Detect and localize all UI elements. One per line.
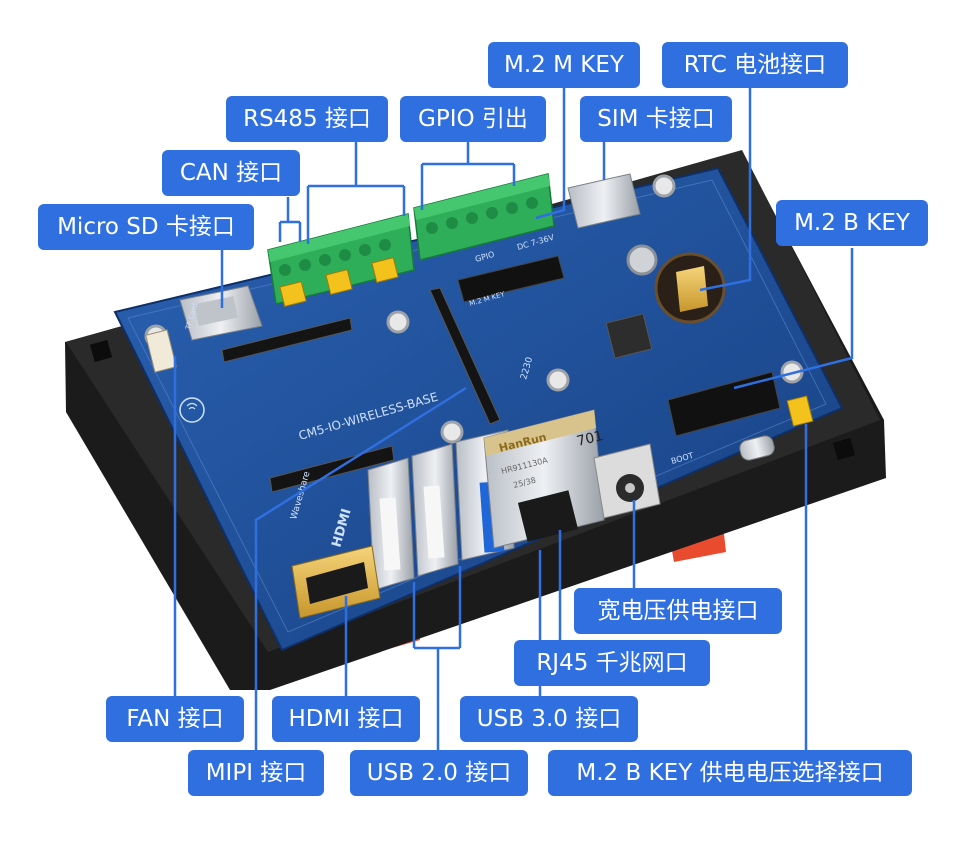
connector-number: 701 [575, 428, 605, 450]
dc-jack [593, 443, 661, 519]
jumper-block [279, 257, 814, 427]
callout-wide-voltage: 宽电压供电接口 [574, 588, 782, 634]
rs485-can-terminal [267, 213, 415, 305]
rj45-port: HanRun HR911130A 25/38 [483, 409, 605, 549]
m2-m-key-slot [457, 255, 565, 303]
usb-c-port [739, 435, 775, 461]
wireless-icon [179, 397, 205, 423]
callout-microsd: Micro SD 卡接口 [38, 204, 254, 250]
inductor [605, 313, 653, 359]
gpio-terminal [413, 173, 555, 261]
callout-gpio: GPIO 引出 [400, 96, 546, 142]
callout-m2-b-key: M.2 B KEY [776, 200, 928, 246]
m2-b-key-slot [667, 371, 781, 437]
fan-header [145, 329, 177, 373]
sim-slot [567, 173, 641, 229]
callout-usb2: USB 2.0 接口 [350, 750, 528, 796]
callout-mipi: MIPI 接口 [188, 750, 324, 796]
callout-usb3: USB 3.0 接口 [460, 696, 638, 742]
callout-sim: SIM 卡接口 [580, 96, 732, 142]
callout-rtc: RTC 电池接口 [662, 42, 848, 88]
mipi-connector [221, 287, 501, 493]
callout-m2-b-voltage: M.2 B KEY 供电电压选择接口 [548, 750, 912, 796]
callout-fan: FAN 接口 [106, 696, 244, 742]
callout-rj45: RJ45 千兆网口 [514, 640, 710, 686]
usb2-ports [367, 443, 459, 591]
callout-m2-m-key: M.2 M KEY [488, 42, 640, 88]
leader-lines [173, 88, 854, 750]
hdmi-port [291, 545, 381, 619]
microsd-slot [179, 285, 263, 341]
rtc-battery-holder [654, 252, 726, 324]
callout-rs485: RS485 接口 [226, 96, 388, 142]
callout-can: CAN 接口 [162, 150, 300, 196]
callout-hdmi: HDMI 接口 [272, 696, 420, 742]
